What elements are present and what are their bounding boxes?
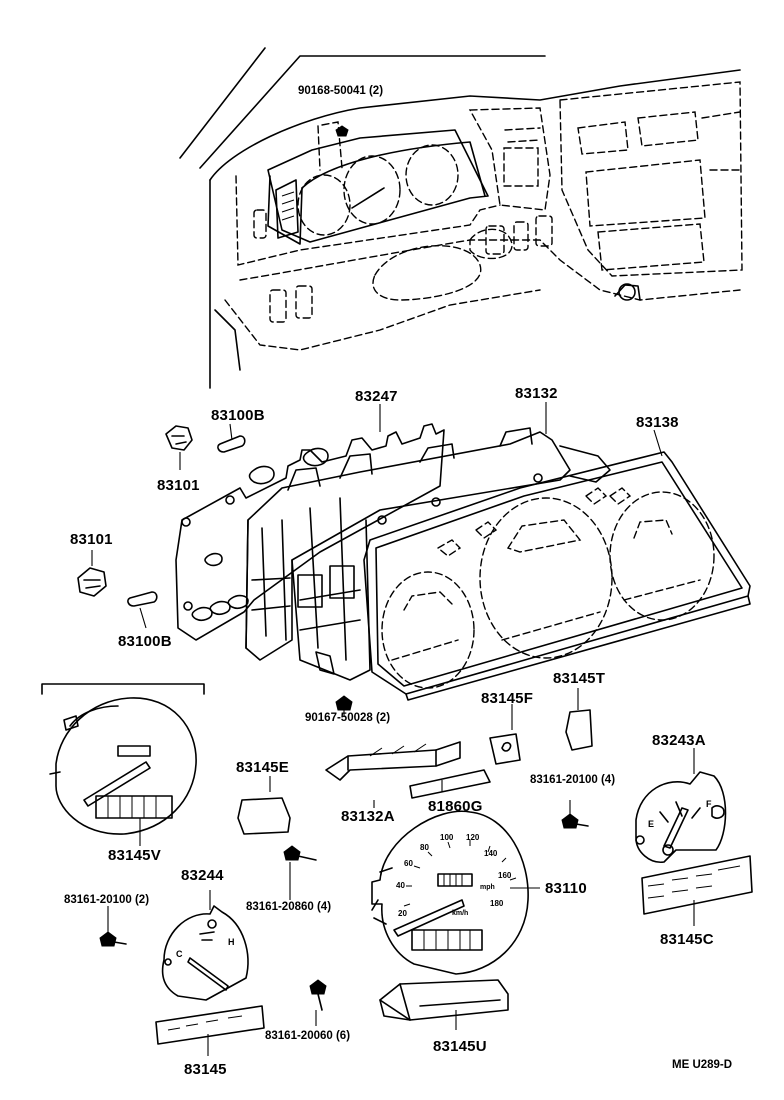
label-83100B-top: 83100B [211,407,265,424]
label-83145: 83145 [184,1061,227,1078]
label-83145U: 83145U [433,1038,487,1055]
leader-lines [139,402,695,1056]
speedometer-83110 [371,810,529,975]
printed-circuit-83247 [175,423,445,641]
screws [99,695,589,1026]
indicator-panel-83145E [237,797,291,835]
label-81860G: 81860G [428,798,483,815]
label-83100B-left: 83100B [118,633,172,650]
label-83138: 83138 [636,414,679,431]
fuel-E: E [648,819,655,829]
label-83145C: 83145C [660,931,714,948]
dial-60: 60 [404,859,413,868]
dial-180: 180 [490,899,504,908]
dashboard-outline [179,47,743,389]
dial-160: 160 [498,871,512,880]
label-83243A: 83243A [652,732,706,749]
label-83145F: 83145F [481,690,534,707]
dial-40: 40 [396,881,405,890]
label-83132: 83132 [515,385,558,402]
label-83161-20100-4: 83161-20100 (4) [530,774,616,786]
label-83247: 83247 [355,388,398,405]
temp-C: C [176,949,183,959]
label-83244: 83244 [181,867,224,884]
dial-80: 80 [420,843,429,852]
label-83161-20100-2: 83161-20100 (2) [64,894,150,906]
temp-gauge-83244 [161,905,249,1001]
fuel-gauge-83243A [635,771,727,863]
label-83161-20060-6: 83161-20060 (6) [265,1030,351,1042]
hood-83145U [379,979,509,1021]
label-90168-50041: 90168-50041 (2) [298,85,384,97]
speedometer-dial-83145V [41,683,205,835]
dial-100: 100 [440,833,454,842]
cluster-glass-83138 [363,451,751,701]
dial-120: 120 [466,833,480,842]
label-90167-50028: 90167-50028 (2) [305,712,391,724]
label-83101-top: 83101 [157,477,200,494]
temp-H: H [228,937,235,947]
dial-140: 140 [484,849,498,858]
dial-kmh: km/h [452,910,469,917]
label-83101-left: 83101 [70,531,113,548]
label-83145E: 83145E [236,759,289,776]
label-83110: 83110 [545,880,587,897]
indicator-plate-83145 [155,1005,265,1045]
dial-20: 20 [398,909,407,918]
label-83145V: 83145V [108,847,161,864]
diagram-code: ME U289-D [672,1059,733,1071]
dial-mph: mph [480,884,495,891]
label-83145T: 83145T [553,670,606,687]
bulb-sockets [77,423,246,629]
label-83161-20860-4: 83161-20860 (4) [246,901,332,913]
label-83132A: 83132A [341,808,395,825]
fuel-F: F [706,799,712,809]
indicator-plate-83145C [641,855,753,915]
bulb-block-83132A [325,709,593,799]
